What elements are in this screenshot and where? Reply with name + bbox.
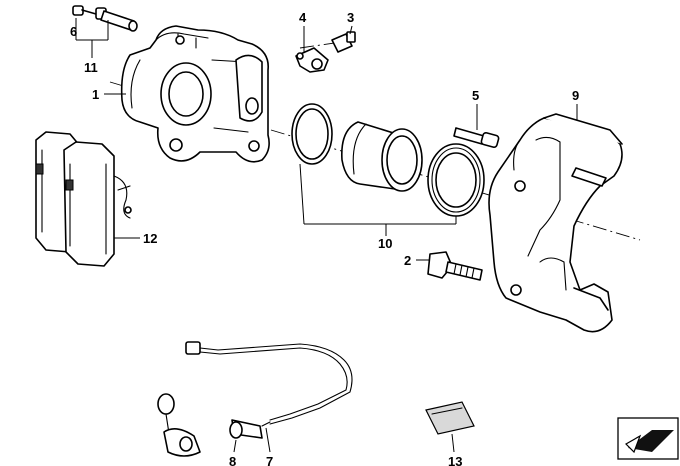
guide-bolt-part	[72, 5, 138, 32]
brake-pads-part	[35, 131, 132, 267]
callout-10: 10	[378, 236, 392, 251]
callout-7: 7	[266, 454, 273, 466]
caliper-piston-part	[341, 121, 423, 192]
dust-boot-part	[427, 143, 485, 217]
callout-4: 4	[299, 10, 307, 25]
piston-seal-ring-part	[291, 103, 333, 165]
caliper-housing-part	[120, 25, 270, 163]
callout-9: 9	[572, 88, 579, 103]
grease-packet-part	[425, 401, 475, 435]
bracket-clip-part	[295, 47, 329, 73]
leader-lines	[75, 18, 578, 453]
callout-1: 1	[92, 87, 99, 102]
view-direction-icon	[617, 417, 679, 460]
callout-12: 12	[143, 231, 157, 246]
bleeder-screw-part	[331, 31, 356, 53]
caliper-carrier-part	[488, 113, 623, 333]
callout-11: 11	[84, 60, 98, 75]
guide-pin-part	[453, 127, 500, 148]
hex-bolt-part	[427, 251, 483, 281]
callout-6: 6	[70, 24, 77, 39]
callout-2: 2	[404, 253, 411, 268]
callout-13: 13	[448, 454, 462, 466]
callout-5: 5	[472, 88, 479, 103]
callout-labels: 1 2 3 4 5 6 7 8 9 10 11 12 13	[70, 10, 579, 466]
callout-8: 8	[229, 454, 236, 466]
callout-3: 3	[347, 10, 354, 25]
wear-sensor-part	[157, 341, 353, 457]
